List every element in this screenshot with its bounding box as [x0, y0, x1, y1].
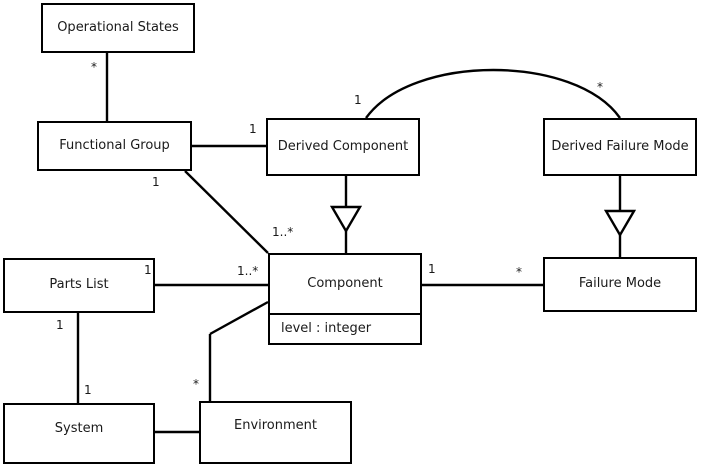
class-box-failure-mode[interactable]: Failure Mode — [543, 257, 697, 312]
class-name-system: System — [54, 421, 104, 437]
connector-derived-component-derived-failure-mode — [365, 68, 621, 119]
class-box-derived-component[interactable]: Derived Component — [266, 118, 420, 176]
multiplicity-operational-states-functional-group: * — [91, 60, 97, 74]
multiplicity-failure-mode-component: * — [516, 265, 522, 279]
class-attribute-component-level: level : integer — [270, 313, 420, 343]
multiplicity-derived-component-derived-failure-mode: 1 — [354, 93, 362, 107]
multiplicity-functional-group-component-start: 1 — [152, 175, 160, 189]
class-box-component[interactable]: Component level : integer — [268, 253, 422, 345]
class-box-environment[interactable]: Environment — [199, 401, 352, 464]
multiplicity-environment-component: * — [193, 377, 199, 391]
class-name-component: Component — [307, 275, 383, 291]
class-name-parts-list: Parts List — [49, 277, 109, 293]
class-box-parts-list[interactable]: Parts List — [3, 258, 155, 313]
connector-environment-component-diagonal — [209, 300, 269, 336]
multiplicity-component-failure-mode: 1 — [428, 262, 436, 276]
multiplicity-component-parts-list: 1..* — [237, 264, 259, 278]
multiplicity-parts-list-component: 1 — [144, 263, 152, 277]
class-name-derived-failure-mode: Derived Failure Mode — [551, 138, 689, 154]
class-name-derived-component: Derived Component — [277, 138, 409, 154]
class-box-operational-states[interactable]: Operational States — [41, 3, 195, 53]
multiplicity-derived-failure-mode-derived-component: * — [597, 80, 603, 94]
class-name-failure-mode: Failure Mode — [578, 276, 662, 292]
multiplicity-functional-group-derived-component: 1 — [249, 122, 257, 136]
connector-functional-group-component — [184, 170, 269, 254]
generalization-triangle-failure-mode — [603, 209, 637, 238]
class-name-environment: Environment — [233, 418, 317, 434]
class-box-functional-group[interactable]: Functional Group — [37, 121, 192, 171]
multiplicity-system-parts-list: 1 — [84, 383, 92, 397]
class-box-derived-failure-mode[interactable]: Derived Failure Mode — [543, 118, 697, 176]
class-box-system[interactable]: System — [3, 403, 155, 464]
class-name-operational-states: Operational States — [57, 19, 179, 35]
multiplicity-functional-group-component-end: 1..* — [272, 225, 294, 239]
generalization-triangle-component — [329, 205, 363, 234]
class-name-functional-group: Functional Group — [59, 137, 170, 153]
multiplicity-parts-list-system: 1 — [56, 318, 64, 332]
